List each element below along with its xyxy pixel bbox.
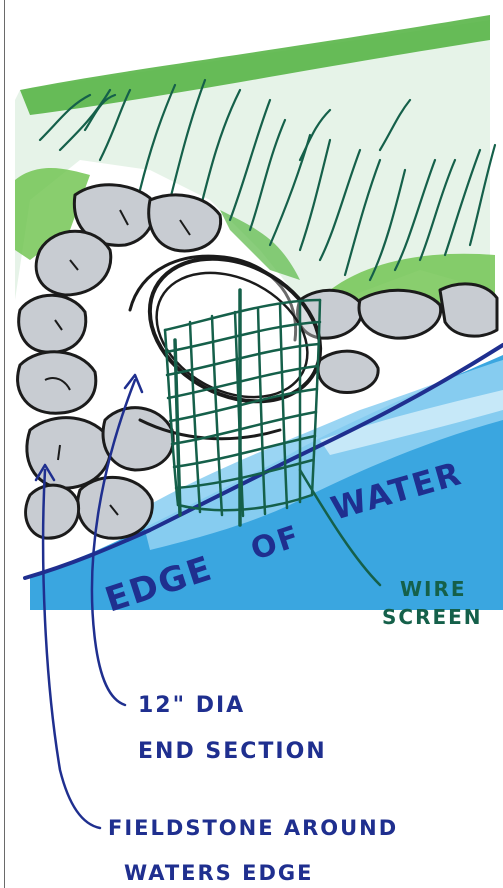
label-fieldstone-line1: FIELDSTONE AROUND [108, 816, 398, 840]
stone [26, 485, 79, 538]
label-end-section-line1: 12" DIA [138, 693, 245, 718]
stone [103, 408, 173, 470]
label-wire-screen-line2: SCREEN [382, 605, 483, 629]
label-fieldstone-line2: WATERS EDGE [124, 861, 313, 885]
label-wire-screen-line1: WIRE [400, 577, 467, 601]
stone [440, 284, 497, 336]
stone [318, 351, 378, 392]
stone [149, 195, 221, 251]
stone [78, 477, 153, 538]
stone [27, 418, 111, 488]
label-end-section-line2: END SECTION [138, 739, 327, 764]
stone [18, 352, 96, 413]
stone [359, 290, 441, 338]
stone [19, 295, 86, 352]
